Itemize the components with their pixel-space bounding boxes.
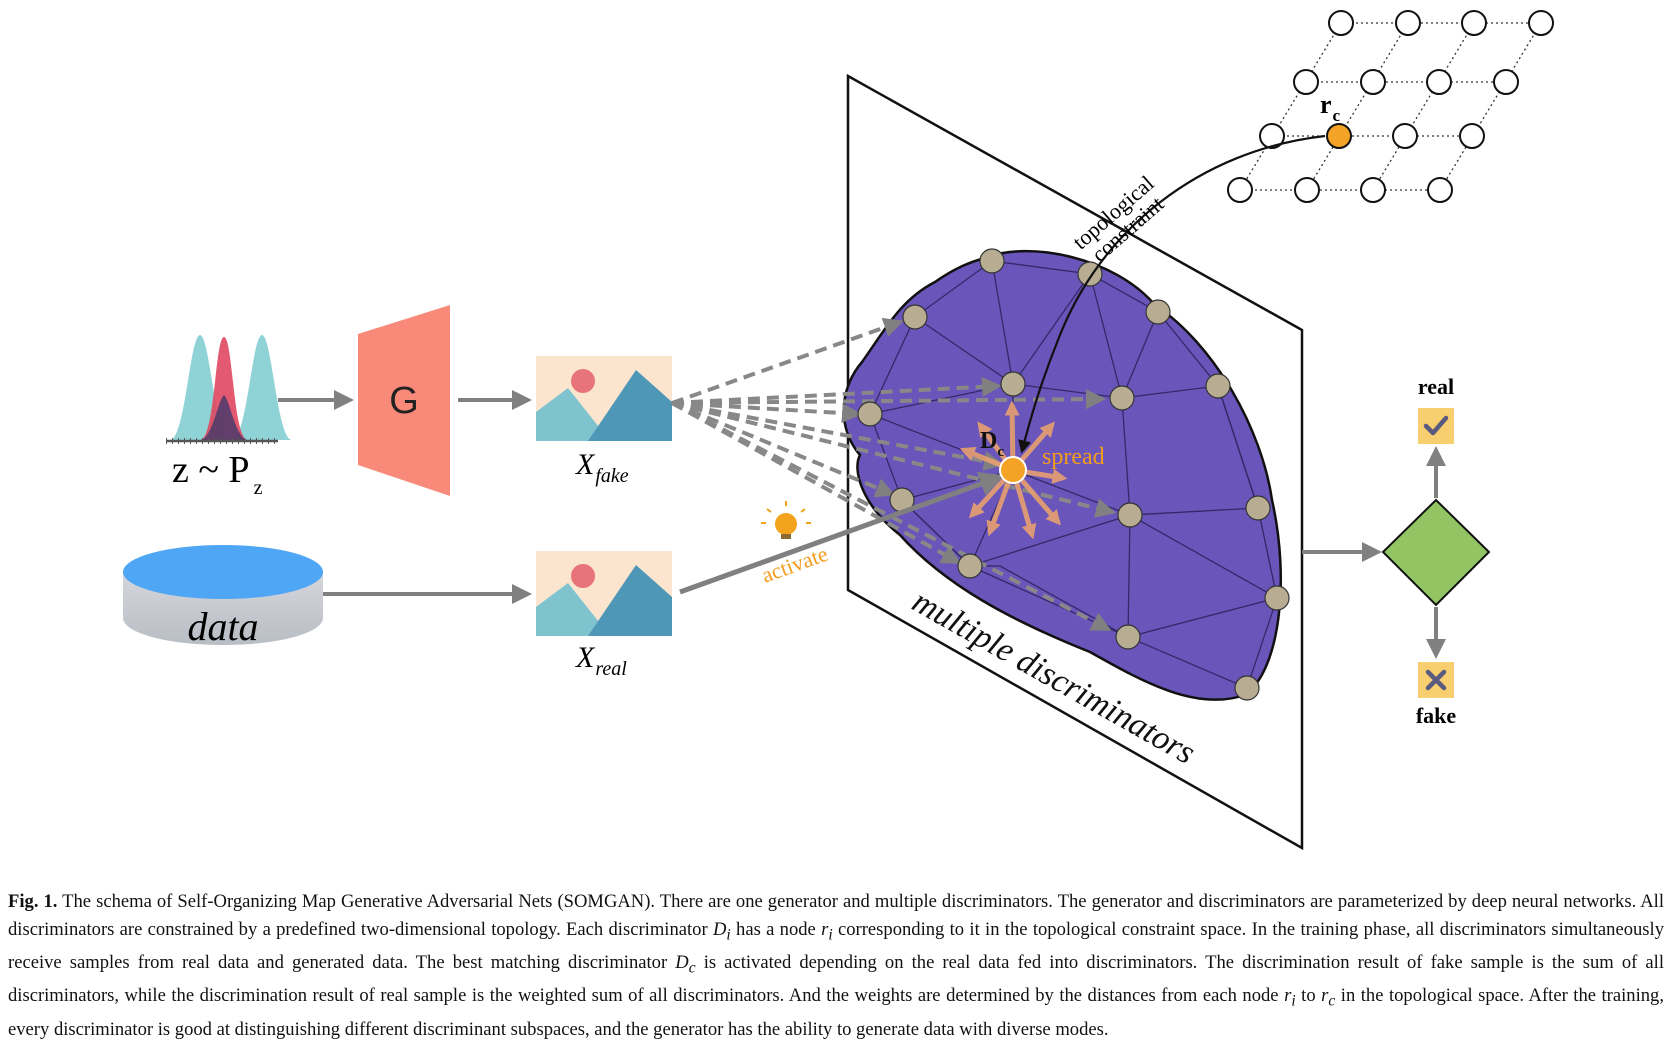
math-symbol: D	[675, 951, 689, 973]
discriminator-node	[1145, 299, 1171, 325]
math-symbol: r	[821, 918, 829, 940]
topology-node	[1360, 177, 1386, 203]
discriminator-node	[1234, 675, 1260, 701]
discriminator-node	[1000, 371, 1026, 397]
dataset-cylinder	[123, 545, 323, 645]
discriminator-node	[857, 401, 883, 427]
math-subscript: i	[726, 926, 731, 944]
topology-node	[1293, 69, 1319, 95]
math-subscript: c	[1328, 992, 1336, 1010]
topology-node	[1294, 177, 1320, 203]
check-icon	[1423, 415, 1449, 436]
topology-node	[1427, 177, 1453, 203]
best-matching-node	[999, 456, 1027, 484]
topology-node	[1426, 69, 1452, 95]
dataset-label: data	[187, 604, 258, 649]
real-image-icon	[536, 551, 672, 636]
topology-node	[1493, 69, 1519, 95]
caption-text: in the topological space. After the trai…	[8, 985, 1664, 1040]
decision-diamond	[1381, 498, 1491, 607]
discriminator-node	[1264, 585, 1290, 611]
topology-node	[1459, 123, 1485, 149]
activate-arrow	[679, 472, 1005, 595]
discriminator-node	[957, 553, 983, 579]
figure-number: Fig. 1.	[8, 891, 58, 912]
discriminator-node	[1245, 495, 1271, 521]
topology-node	[1227, 177, 1253, 203]
activate-label: activate	[758, 541, 831, 588]
math-subscript: c	[688, 959, 696, 977]
topology-node	[1392, 123, 1418, 149]
discriminator-node	[1109, 385, 1135, 411]
caption-text: is activated depending on the real data …	[8, 951, 1665, 1007]
real-badge	[1418, 408, 1454, 444]
discriminator-nodes	[857, 248, 1290, 701]
real-image-label: Xreal	[575, 641, 627, 680]
figure-caption: Fig. 1. The schema of Self-Organizing Ma…	[8, 888, 1664, 1043]
topology-grid	[1227, 10, 1554, 203]
topology-node	[1395, 10, 1421, 36]
topology-node	[1528, 10, 1554, 36]
topology-node	[1328, 10, 1354, 36]
caption-text: has a node	[730, 918, 822, 940]
math-subscript: i	[828, 926, 833, 944]
discriminator-mesh	[869, 260, 1278, 689]
spread-label: spread	[1042, 444, 1105, 470]
discriminator-node	[902, 304, 928, 330]
topology-node	[1461, 10, 1487, 36]
generator-label: G	[389, 380, 419, 422]
discriminator-node	[1205, 373, 1231, 399]
generator-block	[358, 305, 450, 496]
fake-image-label: Xfake	[575, 448, 629, 487]
math-symbol: D	[712, 918, 727, 940]
real-output-label: real	[1418, 374, 1454, 399]
cross-icon	[1425, 669, 1447, 691]
math-symbol: r	[1321, 985, 1329, 1007]
discriminator-node	[1115, 624, 1141, 650]
topology-node-label: rc	[1320, 90, 1341, 125]
caption-text: to	[1295, 985, 1322, 1007]
discriminator-node	[1117, 502, 1143, 528]
topology-node	[1360, 69, 1386, 95]
noise-distribution	[166, 335, 292, 444]
math-symbol: r	[1284, 985, 1292, 1007]
fake-image-icon	[536, 356, 672, 441]
fake-output-label: fake	[1416, 703, 1457, 728]
topology-constraint-arrow	[1018, 134, 1326, 454]
fake-sample-arrows	[671, 317, 1116, 631]
lightbulb-icon	[761, 501, 811, 539]
topology-node	[1259, 123, 1285, 149]
caption-text: The schema of Self-Organizing Map Genera…	[8, 891, 1664, 940]
discriminator-node	[979, 248, 1005, 274]
best-matching-node-label: Dc	[980, 428, 1004, 460]
topology-active-node	[1326, 123, 1352, 149]
caption-text: corresponding to it in the topological c…	[8, 918, 1665, 973]
math-subscript: i	[1291, 992, 1296, 1010]
